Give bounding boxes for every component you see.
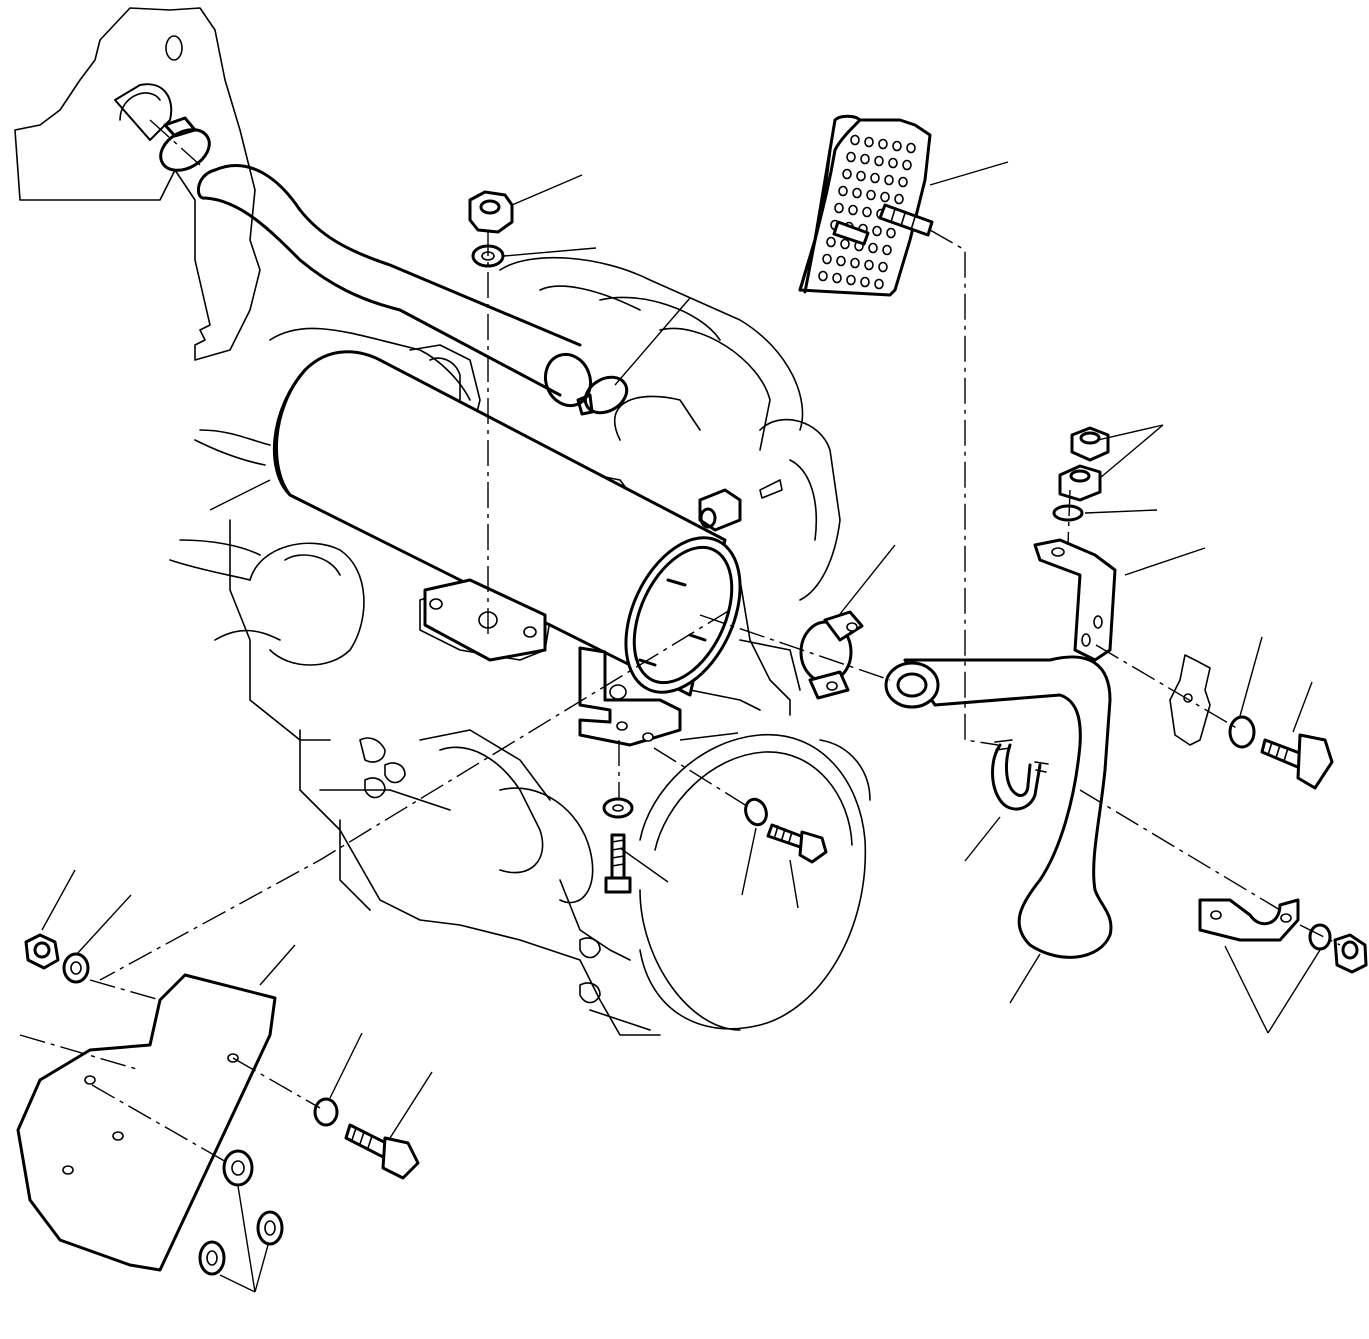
bolt (1260, 733, 1334, 790)
nut (468, 190, 514, 234)
bolt (832, 203, 934, 246)
washer (1052, 504, 1084, 522)
perforation-hole (856, 170, 866, 182)
perforation-hole (836, 255, 846, 267)
washer (198, 1240, 226, 1276)
perforation-hole (892, 140, 902, 152)
heat-shield-perforated (798, 114, 932, 297)
perforation-hole (864, 136, 874, 148)
tail-pipe (884, 655, 1113, 959)
perforation-hole (864, 259, 874, 271)
perforation-hole (852, 187, 862, 199)
perforation-hole (850, 134, 860, 146)
perforation-hole (866, 189, 876, 201)
perforation-hole (868, 242, 878, 254)
perforation-hole (882, 244, 892, 256)
inlet-pipe (196, 164, 593, 408)
perforation-hole (878, 138, 888, 150)
washer (602, 797, 634, 819)
nut (1333, 933, 1368, 974)
hose-clamp (576, 375, 629, 416)
perforation-hole (906, 142, 916, 154)
perforation-hole (846, 274, 856, 286)
perforation-hole (902, 159, 912, 171)
perforation-hole (838, 185, 848, 197)
perforation-hole (878, 261, 888, 273)
washer (313, 1097, 339, 1127)
nut (24, 933, 60, 970)
support-bracket (423, 578, 547, 662)
perforation-hole (848, 204, 858, 216)
bolt (698, 479, 783, 532)
assembly-line (19, 119, 1341, 1164)
perforation-hole (840, 238, 850, 250)
bolt (344, 1123, 420, 1180)
support-bracket (1033, 538, 1117, 662)
washer (1308, 923, 1332, 951)
perforation-hole (842, 168, 852, 180)
support-bracket (578, 646, 682, 747)
perforation-hole (832, 272, 842, 284)
perforation-hole (874, 278, 884, 290)
hose-clamp (159, 116, 211, 172)
washer (1228, 715, 1256, 749)
nut (1070, 426, 1110, 462)
washer (256, 1210, 284, 1246)
washer (222, 1149, 254, 1187)
perforation-hole (880, 191, 890, 203)
flywheel-housing (639, 733, 871, 1031)
perforation-hole (884, 174, 894, 186)
perforation-hole (834, 202, 844, 214)
leader-lines (41, 161, 1321, 1293)
perforation-hole (860, 276, 870, 288)
perforation-hole (888, 157, 898, 169)
engine-block (169, 256, 841, 1036)
perforation-hole (826, 236, 836, 248)
lower-cover (16, 973, 277, 1272)
pipe-clamp (1198, 898, 1300, 942)
perforation-hole (862, 206, 872, 218)
u-bolt (991, 739, 1049, 811)
perforation-hole (870, 172, 880, 184)
washer (62, 952, 90, 984)
perforation-hole (894, 193, 904, 205)
perforation-hole (822, 253, 832, 265)
perforation-hole (898, 176, 908, 188)
nut (1058, 464, 1102, 502)
perforation-hole (872, 225, 882, 237)
washer (744, 797, 768, 827)
pipe-clamp (799, 610, 864, 700)
bolt (604, 833, 632, 894)
perforation-hole (886, 227, 896, 239)
bolt (766, 823, 828, 864)
perforation-hole (874, 155, 884, 167)
left-bracket (14, 7, 261, 361)
perforation-hole (846, 151, 856, 163)
perforation-hole (860, 153, 870, 165)
perforation-hole (818, 270, 828, 282)
muffler (272, 350, 742, 697)
perforation-hole (850, 257, 860, 269)
